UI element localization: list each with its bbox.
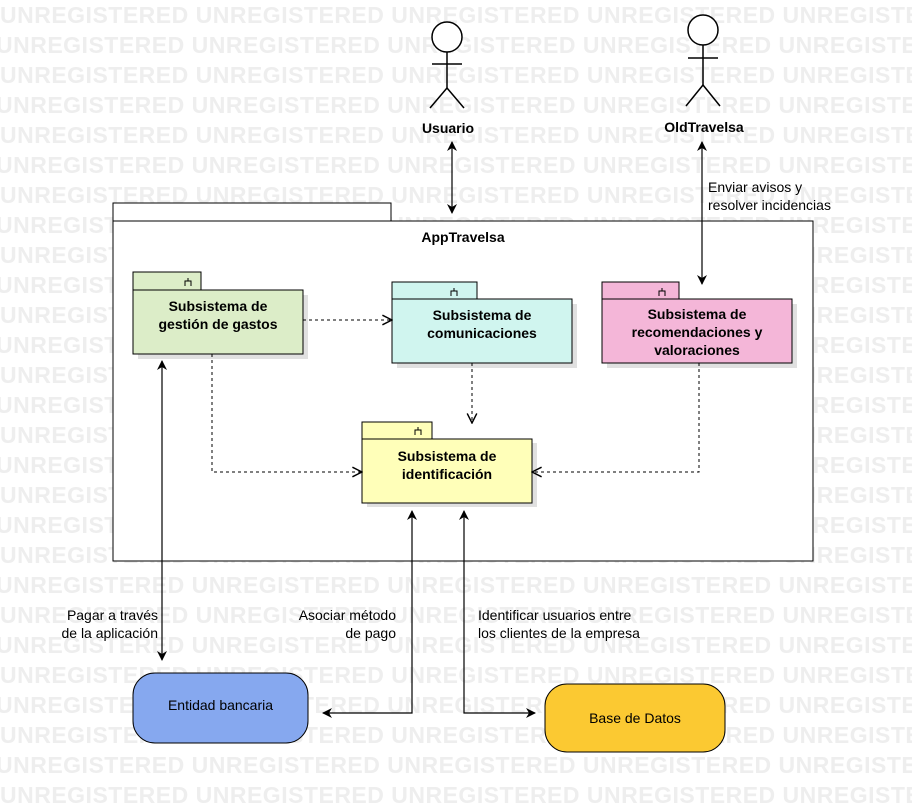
subsystem-comunicaciones-title-line2: comunicaciones — [427, 325, 537, 341]
edge-label-asociar: Asociar método de pago — [262, 606, 396, 642]
edge-identificacion-banco — [322, 510, 417, 718]
subsystem-recomendaciones-title-line2: recomendaciones y — [631, 324, 763, 340]
edge-label-identificar-line1: Identificar usuarios entre — [478, 607, 632, 623]
subsystem-gastos-title-line2: gestión de gastos — [158, 316, 278, 332]
actor-oldtravelsa — [685, 14, 721, 107]
edge-label-pagar-line2: de la aplicación — [61, 625, 158, 641]
edge-label-asociar-line1: Asociar método — [298, 607, 396, 623]
subsystem-identificacion-title-line1: Subsistema de — [397, 448, 497, 464]
edge-label-pagar: Pagar a través de la aplicación — [20, 606, 158, 642]
edge-label-identificar-line2: los clientes de la empresa — [478, 625, 640, 641]
subsystem-gastos-title-line1: Subsistema de — [168, 298, 268, 314]
entity-banco-shape — [132, 672, 309, 744]
entity-bd-label: Base de Datos — [589, 710, 681, 726]
edge-label-asociar-line2: de pago — [345, 625, 396, 641]
subsystem-identificacion-title: Subsistema de identificación — [362, 447, 532, 483]
subsystem-recomendaciones-title-line3: valoraciones — [654, 342, 740, 358]
actor-usuario-label: Usuario — [421, 120, 475, 136]
dep-recomendaciones-identificacion — [532, 363, 700, 472]
subsystem-gastos — [132, 271, 308, 359]
subsystem-comunicaciones-title-line1: Subsistema de — [432, 307, 532, 323]
edge-identificacion-bd — [459, 510, 536, 718]
subsystem-gastos-title: Subsistema de gestión de gastos — [133, 297, 303, 333]
subsystem-comunicaciones — [391, 281, 577, 368]
subsystem-identificacion-title-line2: identificación — [401, 466, 493, 482]
system-package — [112, 202, 814, 562]
subsystem-recomendaciones — [601, 281, 797, 368]
edge-label-avisos-line1: Enviar avisos y — [708, 179, 803, 195]
subsystem-identificacion — [361, 421, 537, 507]
actor-oldtravelsa-label: OldTravelsa — [664, 119, 744, 135]
entity-bd-shape — [544, 683, 726, 753]
entity-banco-label: Entidad bancaria — [167, 697, 274, 713]
edge-label-avisos: Enviar avisos y resolver incidencias — [708, 178, 868, 214]
edge-label-avisos-line2: resolver incidencias — [708, 197, 831, 213]
system-title: AppTravelsa — [421, 229, 505, 245]
subsystem-comunicaciones-title: Subsistema de comunicaciones — [392, 306, 572, 342]
subsystem-recomendaciones-title: Subsistema de recomendaciones y valoraci… — [602, 305, 792, 359]
edge-label-identificar: Identificar usuarios entre los clientes … — [478, 606, 698, 642]
subsystem-recomendaciones-title-line1: Subsistema de — [647, 306, 747, 322]
dep-gastos-identificacion — [211, 354, 362, 472]
edge-label-pagar-line1: Pagar a través — [66, 607, 158, 623]
actor-usuario — [429, 21, 465, 109]
